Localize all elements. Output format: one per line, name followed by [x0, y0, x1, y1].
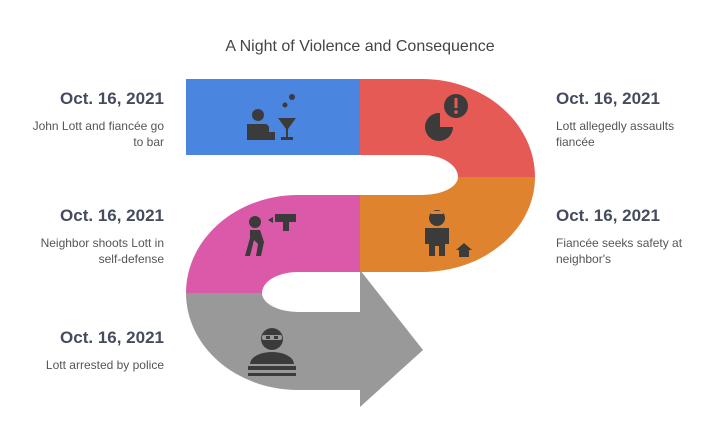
event-shooting: Oct. 16, 2021 Neighbor shoots Lott in se… [20, 206, 164, 267]
event-arrest: Oct. 16, 2021 Lott arrested by police [20, 328, 164, 373]
event-description: Lott arrested by police [45, 358, 164, 372]
assault-alert-icon [425, 94, 468, 141]
event-description: John Lott and fiancée go to bar [32, 119, 164, 149]
segment-shooting [186, 195, 360, 293]
arrested-burglar-icon [248, 328, 296, 376]
event-assault: Oct. 16, 2021 Lott allegedly assaults fi… [556, 89, 706, 150]
diagram-title: A Night of Violence and Consequence [225, 38, 495, 55]
segment-safety [360, 177, 535, 272]
event-date: Oct. 16, 2021 [556, 206, 660, 225]
event-description: Lott allegedly assaults fiancée [556, 119, 675, 149]
segment-arrest-arrow [186, 270, 423, 407]
segment-bar [186, 79, 360, 155]
event-date: Oct. 16, 2021 [60, 89, 164, 108]
person-house-icon [425, 210, 472, 257]
event-description: Neighbor shoots Lott in self-defense [40, 236, 164, 266]
gunshot-icon [245, 214, 296, 256]
event-safety: Oct. 16, 2021 Fiancée seeks safety at ne… [556, 206, 706, 267]
event-date: Oct. 16, 2021 [60, 206, 164, 225]
event-date: Oct. 16, 2021 [60, 328, 164, 347]
event-description: Fiancée seeks safety at neighbor's [556, 236, 683, 266]
event-date: Oct. 16, 2021 [556, 89, 660, 108]
event-bar: Oct. 16, 2021 John Lott and fiancée go t… [20, 89, 164, 150]
bar-drinks-icon [247, 94, 296, 140]
